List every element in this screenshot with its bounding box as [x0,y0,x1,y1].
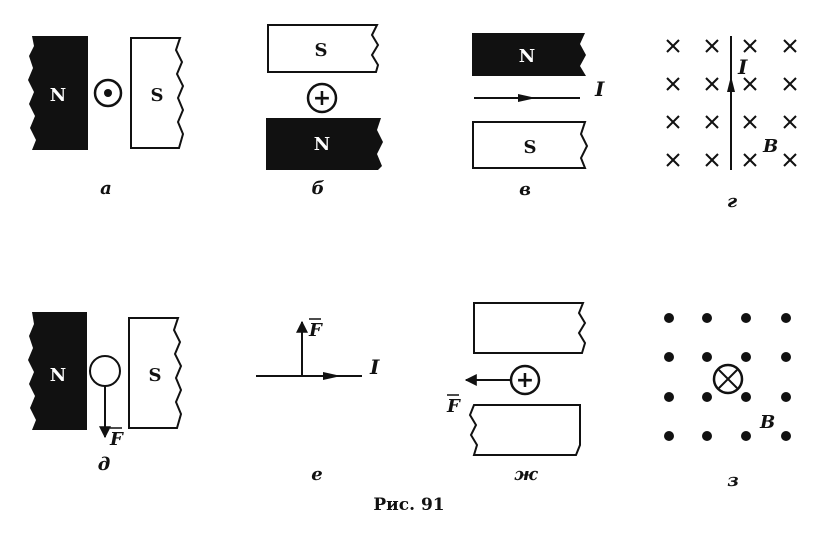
magnet-north [472,33,586,76]
current-label: I [369,355,380,379]
panel-label-d: д [98,454,111,475]
magnet-north-label: N [50,365,66,386]
cross-icon [666,77,680,91]
magnet-north [266,118,383,170]
magnet-top [473,302,587,354]
plus-icon: + [313,86,331,111]
dot-icon [104,89,112,97]
field-label: B [762,136,778,157]
dot-icon [702,352,712,362]
magnet-bottom [468,404,581,456]
magnet-south [128,317,183,429]
magnet-north [28,312,87,430]
field-into-page-crosses [666,39,797,167]
magnet-north [28,36,88,150]
figure-caption: Рис. 91 [373,495,444,515]
force-label: F [446,396,461,417]
panel-v: N I S в [472,33,605,200]
panel-z: B з [664,313,791,491]
dot-icon [702,431,712,441]
current-label: I [737,55,748,79]
current-out-of-page-symbol [93,78,123,108]
current-label: I [594,77,605,101]
cross-icon [666,39,680,53]
dot-icon [741,431,751,441]
magnet-north-label: N [50,85,66,106]
force-label: F [308,320,323,341]
dot-icon [781,431,791,441]
cross-icon [705,115,719,129]
magnet-south [130,37,185,149]
panel-b: S + N б [266,24,383,199]
force-label: F [109,429,124,450]
panel-a: N S а [28,36,185,199]
panel-label-z: з [727,470,739,491]
arrow-right-icon [518,94,536,102]
dot-icon [781,392,791,402]
cross-icon [666,115,680,129]
panel-e: F I е [256,318,380,485]
arrow-up-icon [727,76,735,92]
dot-icon [702,392,712,402]
cross-icon [705,39,719,53]
dot-icon [741,352,751,362]
cross-icon [783,153,797,167]
dot-icon [702,313,712,323]
dot-icon [664,431,674,441]
panel-label-a: а [100,178,112,199]
magnet-north-label: N [519,46,535,67]
panel-label-e: е [311,464,322,485]
dot-icon [664,313,674,323]
dot-icon [781,313,791,323]
panel-label-v: в [519,179,531,200]
cross-icon [705,77,719,91]
panel-label-zh: ж [514,464,538,485]
magnet-south [267,24,380,73]
field-label: B [759,412,775,433]
field-out-of-page-dots [664,313,791,441]
cross-icon [705,153,719,167]
panel-d: N F S д [28,312,183,475]
cross-icon [783,115,797,129]
panel-label-b: б [312,178,325,199]
arrow-right-icon [323,372,341,380]
dot-icon [664,352,674,362]
magnet-south-label: S [524,137,537,158]
plus-icon: + [516,368,534,393]
panel-zh: + F ж [446,302,587,485]
dot-icon [781,352,791,362]
cross-icon [666,153,680,167]
panel-g: I B г [666,36,797,212]
cross-icon [743,39,757,53]
cross-icon [743,77,757,91]
magnet-south-label: S [149,365,162,386]
positive-charge-symbol [306,82,338,114]
panel-label-g: г [727,191,737,212]
cross-icon [718,369,738,389]
cross-icon [783,39,797,53]
magnet-south-label: S [315,40,328,61]
cross-icon [743,115,757,129]
dot-icon [741,392,751,402]
cross-icon [783,77,797,91]
magnet-south-label: S [151,85,164,106]
magnet-north-label: N [314,134,330,155]
cross-icon [743,153,757,167]
conductor-circle [89,355,121,387]
magnet-south [472,121,589,169]
dot-icon [664,392,674,402]
dot-icon [741,313,751,323]
